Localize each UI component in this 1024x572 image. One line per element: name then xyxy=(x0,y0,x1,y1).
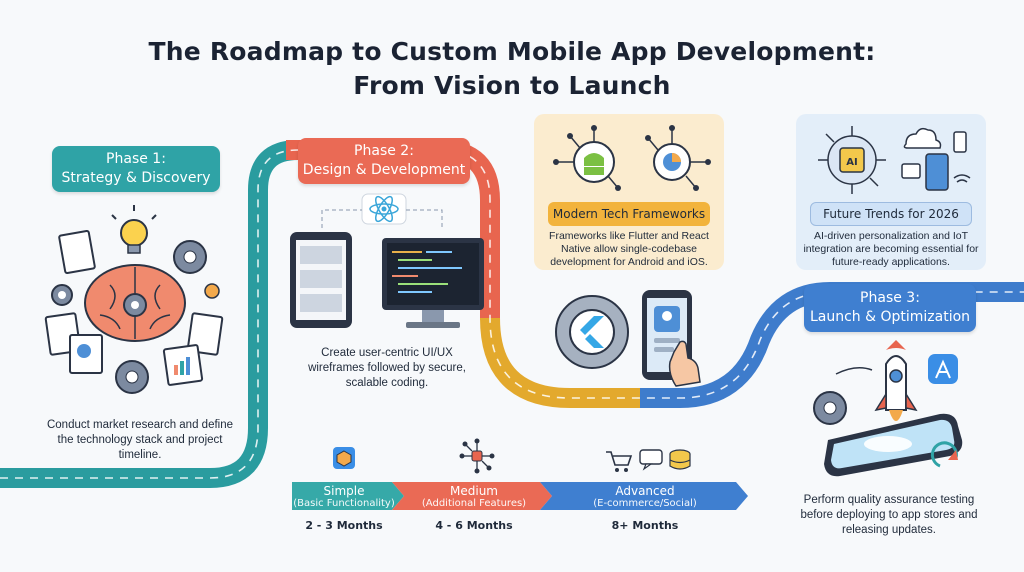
cube-icon xyxy=(333,447,355,469)
timeline-medium: Medium (Additional Features) xyxy=(404,484,544,510)
timeline-advanced-name: Advanced xyxy=(615,484,675,498)
timeline-medium-sub: (Additional Features) xyxy=(421,498,527,509)
phase-1-description: Conduct market research and define the t… xyxy=(46,419,234,461)
timeline-advanced: Advanced (E-commerce/Social) xyxy=(552,484,738,510)
lightbulb-icon xyxy=(111,205,157,254)
design-devices-icon xyxy=(290,193,484,328)
timeline-simple: Simple (Basic Functionality) xyxy=(292,484,396,510)
rocket-phone-icon xyxy=(824,340,963,477)
phase-3-label: Phase 3: Launch & Optimization xyxy=(804,284,976,332)
code-monitor-icon xyxy=(382,238,484,328)
app-store-icon xyxy=(928,354,958,384)
android-icon xyxy=(553,125,621,191)
iot-devices-icon xyxy=(901,127,971,191)
brain-gears-icon xyxy=(44,205,224,394)
phone-hand-icon xyxy=(642,290,701,387)
tablet-wireframe-icon xyxy=(290,232,352,328)
phase-1-label: Phase 1: Strategy & Discovery xyxy=(52,146,220,192)
trends-card: AI Future Trends for 2026 AI-driven pers… xyxy=(796,114,986,270)
react-icon xyxy=(361,193,407,225)
timeline-simple-sub: (Basic Functionality) xyxy=(293,498,395,509)
documents-icon xyxy=(44,230,224,386)
frameworks-badge: Modern Tech Frameworks xyxy=(548,202,710,226)
phase-1-number: Phase 1: xyxy=(106,151,166,167)
frameworks-card: Modern Tech Frameworks Frameworks like F… xyxy=(534,114,724,270)
ai-chip-icon: AI xyxy=(818,126,886,194)
timeline-simple-time: 2 - 3 Months xyxy=(305,519,383,532)
phase-1-title: Strategy & Discovery xyxy=(61,170,211,186)
network-icon xyxy=(645,125,711,191)
title-line-1: The Roadmap to Custom Mobile App Develop… xyxy=(148,37,876,66)
cart-chat-database-icon xyxy=(606,449,691,472)
timeline-advanced-time: 8+ Months xyxy=(611,519,679,532)
phase-3-title: Launch & Optimization xyxy=(809,309,971,325)
phase-3-description: Perform quality assurance testing before… xyxy=(800,494,978,536)
timeline-medium-time: 4 - 6 Months xyxy=(435,519,513,532)
frameworks-text: Frameworks like Flutter and React Native… xyxy=(549,230,709,268)
phase-2-description: Create user-centric UI/UX wireframes fol… xyxy=(308,347,466,389)
svg-text:AI: AI xyxy=(846,157,857,168)
gear-icon xyxy=(813,391,847,425)
refresh-icon xyxy=(930,441,958,468)
phase-2-title: Design & Development xyxy=(302,162,466,178)
trends-text: AI-driven personalization and IoT integr… xyxy=(803,230,979,268)
trends-badge: Future Trends for 2026 xyxy=(810,202,972,226)
phase-3-number: Phase 3: xyxy=(860,290,920,306)
flutter-gear-icon xyxy=(555,295,629,369)
timeline-advanced-sub: (E-commerce/Social) xyxy=(593,498,697,509)
phase-2-label: Phase 2: Design & Development xyxy=(298,138,470,184)
title-line-2: From Vision to Launch xyxy=(353,71,671,100)
timeline-simple-name: Simple xyxy=(323,484,365,498)
timeline-medium-name: Medium xyxy=(450,484,498,498)
phase-2-number: Phase 2: xyxy=(354,143,414,159)
network-hub-icon xyxy=(459,438,495,474)
